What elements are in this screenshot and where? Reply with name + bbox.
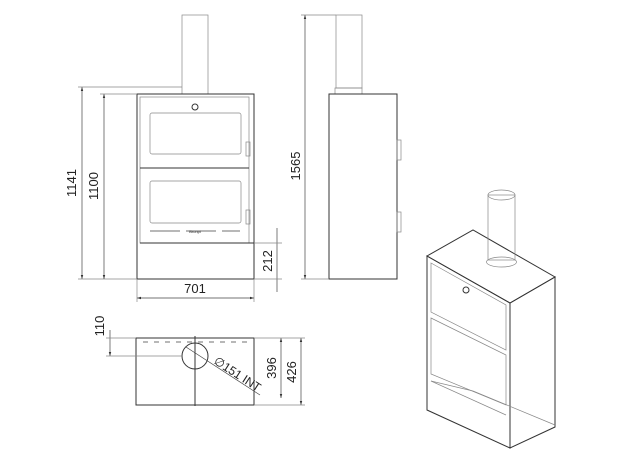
logo: Bronpi bbox=[189, 229, 201, 234]
dimension-701: 701 bbox=[184, 281, 206, 296]
dimension-1141: 1141 bbox=[64, 169, 79, 197]
perspective-view bbox=[425, 189, 557, 449]
dimension-flue-diameter: ∅151 INT bbox=[211, 354, 264, 395]
dimension-212: 212 bbox=[260, 250, 275, 272]
dimension-426: 426 bbox=[284, 361, 299, 383]
side-view: 1565 bbox=[288, 14, 402, 280]
dimension-110: 110 bbox=[92, 316, 107, 337]
front-view: 1141 1100 212 701 Bronpi bbox=[64, 14, 282, 302]
door-handle-icon bbox=[191, 103, 199, 111]
top-view: 110 ∅151 INT 396 426 bbox=[92, 316, 305, 406]
dimension-1100: 1100 bbox=[86, 172, 101, 200]
dimension-1565: 1565 bbox=[288, 152, 303, 181]
dimension-396: 396 bbox=[264, 357, 279, 379]
